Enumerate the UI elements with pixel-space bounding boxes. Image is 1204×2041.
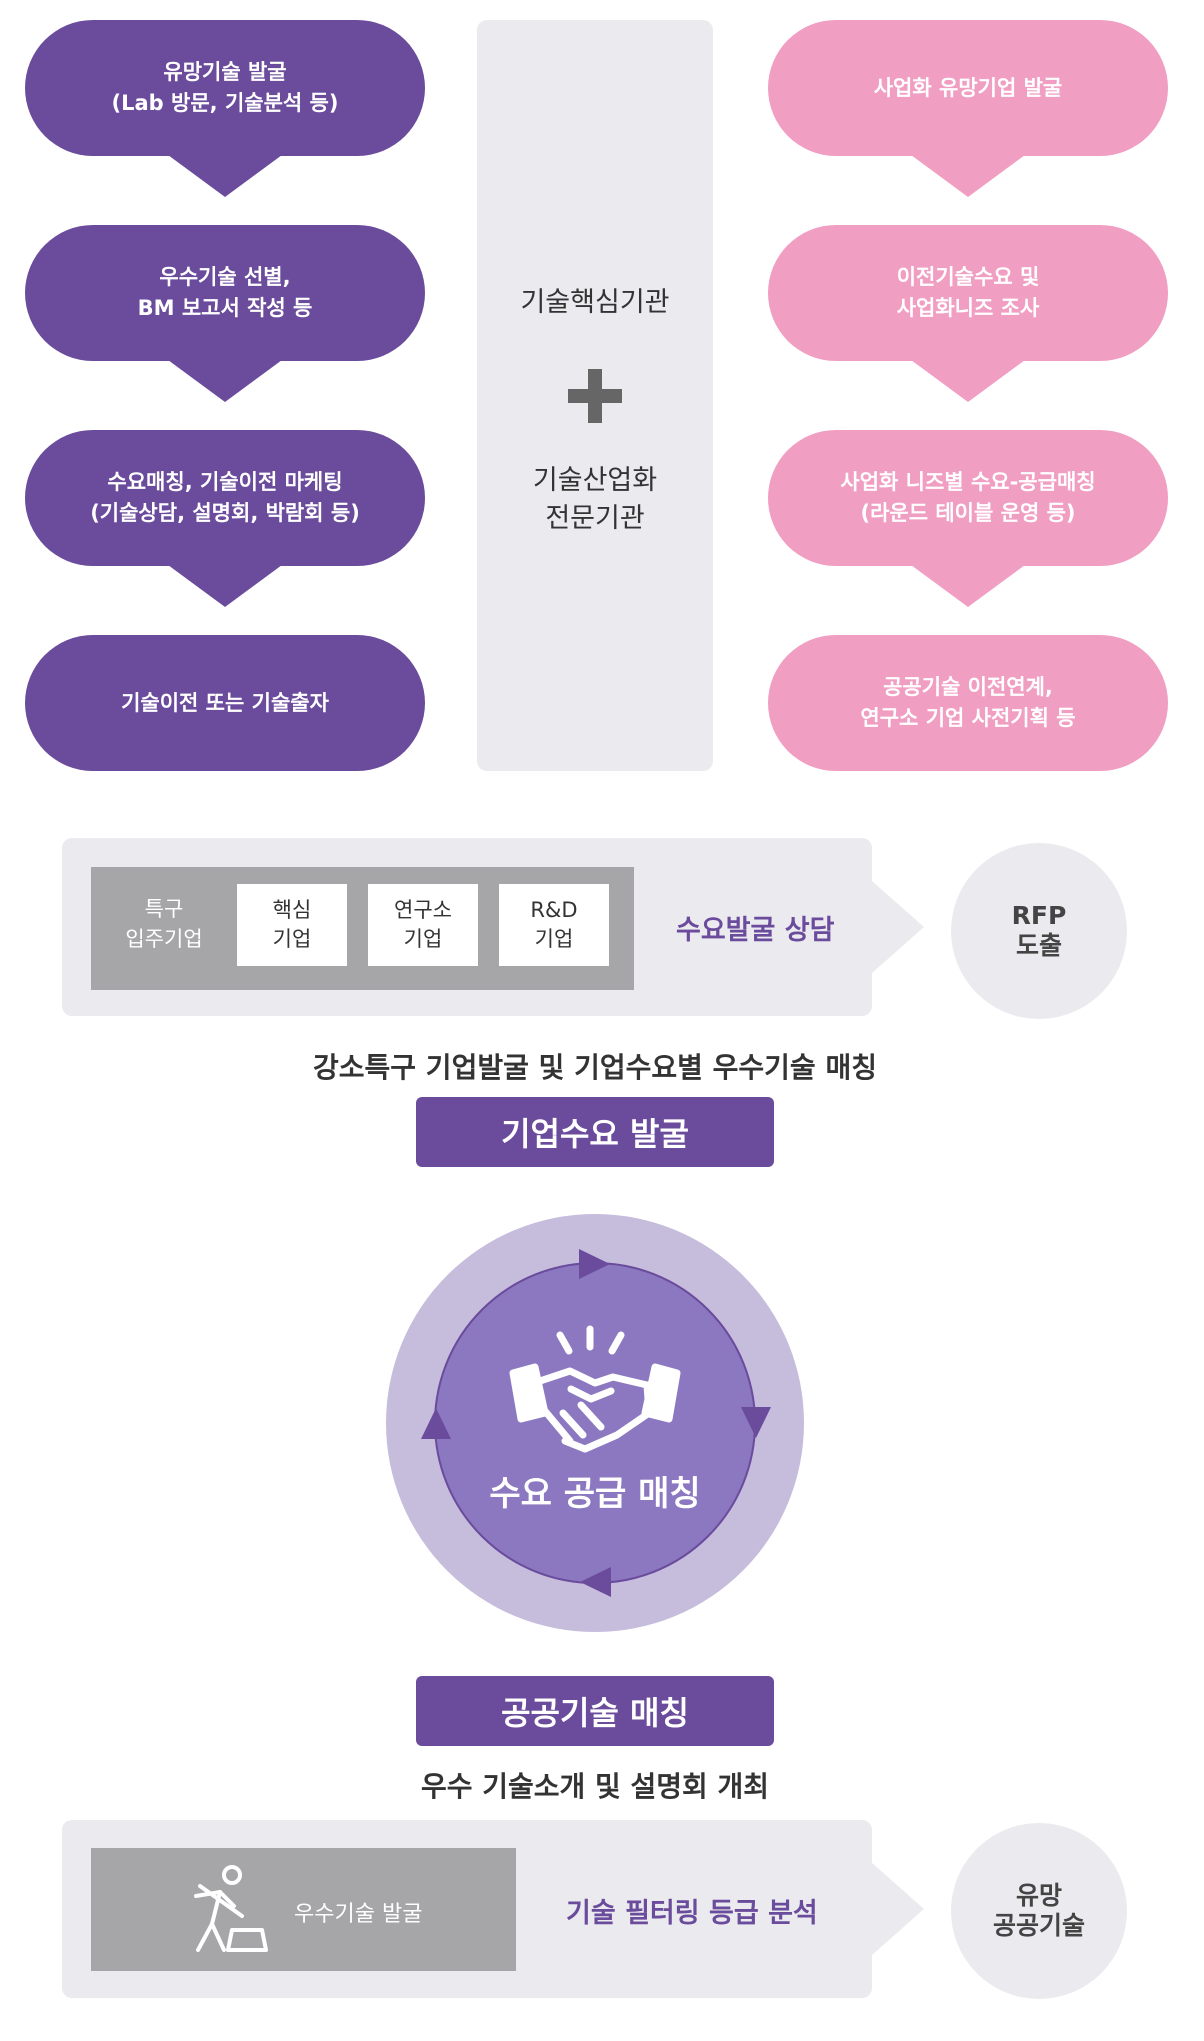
tech-discovery-label: 우수기술 발굴	[294, 1902, 423, 1927]
matching-label: 수요 공급 매칭	[489, 1474, 701, 1514]
left-step-3-arrow	[168, 565, 282, 607]
demand-caption: 강소특구 기업발굴 및 기업수요별 우수기술 매칭	[313, 1051, 877, 1084]
right-step-1: 사업화 유망기업 발굴	[768, 20, 1168, 156]
rnd-company-box: R&D 기업	[499, 884, 609, 966]
left-step-2: 우수기술 선별, BM 보고서 작성 등	[25, 225, 425, 361]
tech-flow-arrow	[872, 1863, 924, 1955]
right-step-1-arrow	[911, 155, 1025, 197]
matching-cycle	[386, 1214, 804, 1632]
demand-banner: 기업수요 발굴	[416, 1097, 774, 1167]
plus-icon-vertical	[588, 369, 602, 423]
promising-tech-circle: 유망 공공기술	[951, 1823, 1127, 1999]
rfp-circle: RFP 도출	[951, 843, 1127, 1019]
digging-worker-icon	[194, 1865, 268, 1952]
tech-discovery-box	[91, 1848, 516, 1971]
handshake-icon	[509, 1325, 681, 1453]
core-company-box: 핵심 기업	[237, 884, 347, 966]
right-step-3: 사업화 니즈별 수요-공급매칭 (라운드 테이블 운영 등)	[768, 430, 1168, 566]
left-step-1-arrow	[168, 155, 282, 197]
tech-action-label: 기술 필터링 등급 분석	[566, 1898, 818, 1929]
right-step-4: 공공기술 이전연계, 연구소 기업 사전기획 등	[768, 635, 1168, 771]
cycle-arrow-top	[579, 1249, 610, 1279]
public-caption: 우수 기술소개 및 설명회 개최	[420, 1770, 770, 1803]
left-step-4: 기술이전 또는 기술출자	[25, 635, 425, 771]
right-step-2: 이전기술수요 및 사업화니즈 조사	[768, 225, 1168, 361]
left-step-3: 수요매칭, 기술이전 마케팅 (기술상담, 설명회, 박람회 등)	[25, 430, 425, 566]
center-panel: 기술핵심기관 기술산업화 전문기관	[477, 20, 713, 771]
demand-group-label: 특구 입주기업	[125, 897, 203, 951]
demand-flow-arrow	[872, 881, 924, 973]
cycle-arrow-right	[741, 1407, 771, 1438]
right-step-2-arrow	[911, 360, 1025, 402]
center-bottom-label: 기술산업화 전문기관	[532, 465, 658, 534]
center-top-label: 기술핵심기관	[520, 287, 670, 318]
left-step-2-arrow	[168, 360, 282, 402]
left-step-1: 유망기술 발굴 (Lab 방문, 기술분석 등)	[25, 20, 425, 156]
right-step-3-arrow	[911, 565, 1025, 607]
public-banner: 공공기술 매칭	[416, 1676, 774, 1746]
demand-action-label: 수요발굴 상담	[676, 915, 835, 946]
cycle-arrow-bottom	[580, 1567, 611, 1597]
research-company-box: 연구소 기업	[368, 884, 478, 966]
cycle-arrow-left	[421, 1408, 451, 1439]
